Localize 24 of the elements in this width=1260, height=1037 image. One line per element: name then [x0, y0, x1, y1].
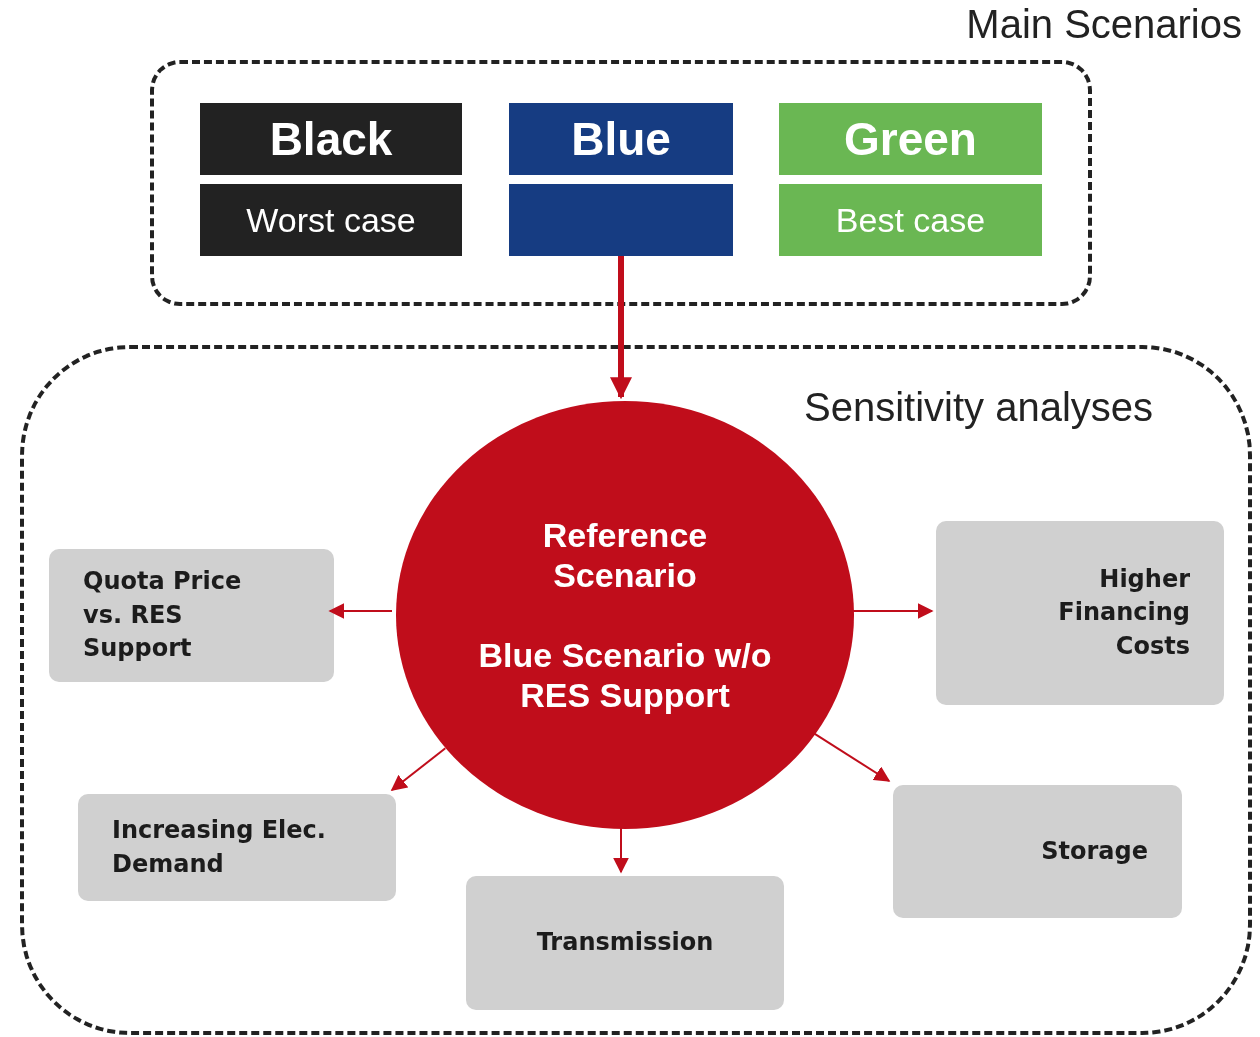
sensitivity-box: [936, 521, 1224, 705]
scenario-box: Worst case: [200, 184, 462, 256]
scenario-header: Blue: [509, 103, 733, 175]
sensitivity-box: [466, 876, 784, 1010]
scenario-box: [509, 184, 733, 256]
group-heading: Main Scenarios: [966, 2, 1242, 47]
group-heading: Sensitivity analyses: [804, 385, 1154, 430]
scenario-box: Best case: [779, 184, 1042, 256]
box-label: Storage: [1041, 835, 1148, 867]
dashed-frame: [20, 345, 1252, 1035]
arrow: [610, 256, 632, 400]
sensitivity-box: [78, 794, 396, 901]
box-label: Higher Financing Costs: [1057, 563, 1190, 662]
circle-label: Blue Scenario w/o RES Support: [477, 635, 773, 716]
box-label: Quota Price vs. RES Support: [83, 566, 243, 665]
box-label: Increasing Elec. Demand: [112, 814, 327, 880]
sensitivity-box: [49, 549, 334, 682]
arrow: [328, 603, 393, 619]
scenario-header: Black: [200, 103, 462, 175]
sensitivity-box: [893, 785, 1182, 918]
arrow: [390, 747, 447, 791]
scenario-header: Green: [779, 103, 1042, 175]
circle-label: Reference Scenario: [541, 514, 709, 595]
box-label: Transmission: [536, 927, 714, 959]
